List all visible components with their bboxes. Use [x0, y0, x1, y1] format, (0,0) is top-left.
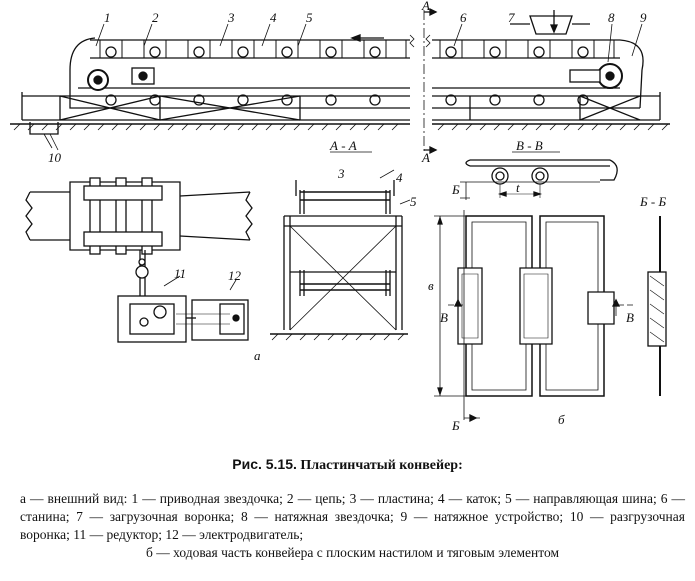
label-3: 3: [227, 10, 235, 25]
conveyor-figure: 1 2 3 4 5 6 7 8 9 10 11 12 А А А - А 3 4…: [10, 0, 670, 433]
figure-labels: 1 2 3 4 5 6 7 8 9 10 11 12 А А А - А 3 4…: [48, 0, 666, 433]
label-7: 7: [508, 10, 515, 25]
label-8: 8: [608, 10, 615, 25]
legend-line-2: направляющая шина; 6 — станина; 7 — загр…: [20, 491, 686, 524]
label-9: 9: [640, 10, 647, 25]
leader-lines-top: [43, 23, 643, 149]
label-10: 10: [48, 150, 62, 165]
legend-line-3: натяжное устройство; 10 — разгрузочная в…: [20, 509, 685, 542]
section-b-b: [460, 151, 618, 200]
aa-label-5: 5: [410, 194, 417, 209]
label-11: 11: [174, 266, 186, 281]
aa-label-3: 3: [337, 166, 345, 181]
section-line-a: [423, 7, 438, 155]
label-12: 12: [228, 268, 242, 283]
aa-label-4: 4: [396, 170, 403, 185]
t-label: t: [516, 180, 520, 195]
section-mark-a-bottom: А: [421, 150, 430, 165]
plan-view: [25, 177, 253, 343]
legend-line-1: а — внешний вид: 1 — приводная звездочка…: [20, 491, 530, 506]
subfigure-a-label: а: [254, 348, 261, 363]
v-left-label: В: [440, 310, 448, 325]
legend-line-4: б — ходовая часть конвейера с плоским на…: [145, 545, 559, 560]
subfigure-b-label: б: [558, 412, 565, 427]
figure-number: Рис. 5.15.: [232, 456, 297, 472]
slat-plan-view: [434, 210, 636, 423]
v-right-label: В: [626, 310, 634, 325]
bbb-title: Б - Б: [639, 194, 666, 209]
b-mark-bottom: Б: [451, 418, 460, 433]
caption-legend: а — внешний вид: 1 — приводная звездочка…: [20, 490, 685, 562]
conveyor-side-view: [10, 34, 415, 151]
figure-caption: Рис. 5.15. Пластинчатый конвейер: а — вн…: [0, 456, 695, 562]
figure-title: Пластинчатый конвейер:: [300, 458, 463, 473]
label-6: 6: [460, 10, 467, 25]
b-mark-top: Б: [451, 182, 460, 197]
section-mark-a-top: А: [421, 0, 430, 13]
label-4: 4: [270, 10, 277, 25]
conveyor-tail-view: [425, 10, 670, 131]
label-1: 1: [104, 10, 111, 25]
dim-v-label: в: [428, 278, 434, 293]
aa-title: А - А: [329, 138, 357, 153]
label-5: 5: [306, 10, 313, 25]
section-a-a: [270, 151, 411, 341]
label-2: 2: [152, 10, 159, 25]
section-bb-side: [647, 216, 667, 396]
caption-title: Рис. 5.15. Пластинчатый конвейер:: [0, 456, 695, 474]
bb-title: В - В: [516, 138, 543, 153]
